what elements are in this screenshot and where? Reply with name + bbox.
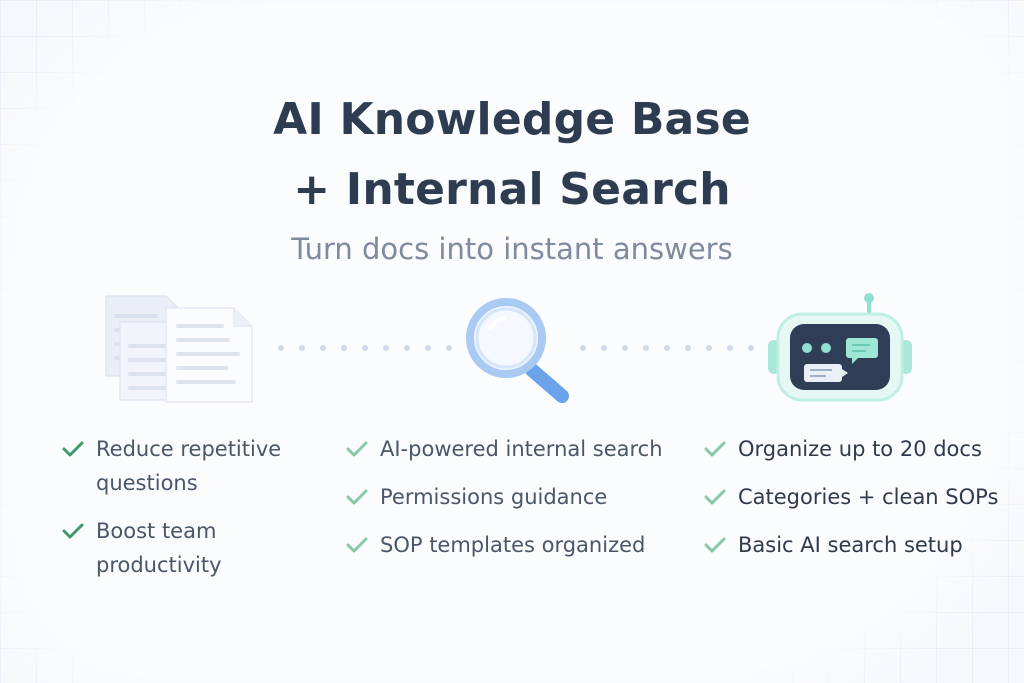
subtitle: Turn docs into instant answers [291,232,733,266]
list-item: Permissions guidance [346,480,696,514]
check-icon [704,537,730,553]
feature-text: SOP templates organized [380,533,646,557]
magnifier-icon [466,298,569,403]
check-icon [704,441,730,457]
feature-text: Permissions guidance [380,485,608,509]
check-icon [704,489,730,505]
list-item: Basic AI search setup [704,528,1016,562]
feature-text: AI-powered internal search [380,437,663,461]
title-line-2: + Internal Search [293,164,731,215]
connector-dots-left [278,345,452,351]
feature-text: Categories + clean SOPs [738,485,999,509]
documents-icon [105,295,253,403]
list-item: Categories + clean SOPs [704,480,1016,514]
list-item: SOP templates organized [346,528,696,562]
connector-dots-right [580,345,775,351]
feature-column-3: Organize up to 20 docs Categories + clea… [704,432,1016,562]
list-item: Organize up to 20 docs [704,432,1016,466]
feature-column-1: Reduce repetitive questions Boost team p… [62,432,322,582]
check-icon [62,523,88,539]
feature-column-2: AI-powered internal search Permissions g… [346,432,696,562]
check-icon [62,441,88,457]
list-item: Reduce repetitive questions [62,432,322,500]
feature-text: Organize up to 20 docs [738,437,982,461]
feature-text: Basic AI search setup [738,533,963,557]
feature-text: Boost team productivity [96,519,222,577]
check-icon [346,537,372,553]
list-item: Boost team productivity [62,514,322,582]
list-item: AI-powered internal search [346,432,696,466]
check-icon [346,489,372,505]
check-icon [346,441,372,457]
chatbot-icon [768,293,912,402]
title-line-1: AI Knowledge Base [273,94,751,145]
feature-text: Reduce repetitive questions [96,437,282,495]
